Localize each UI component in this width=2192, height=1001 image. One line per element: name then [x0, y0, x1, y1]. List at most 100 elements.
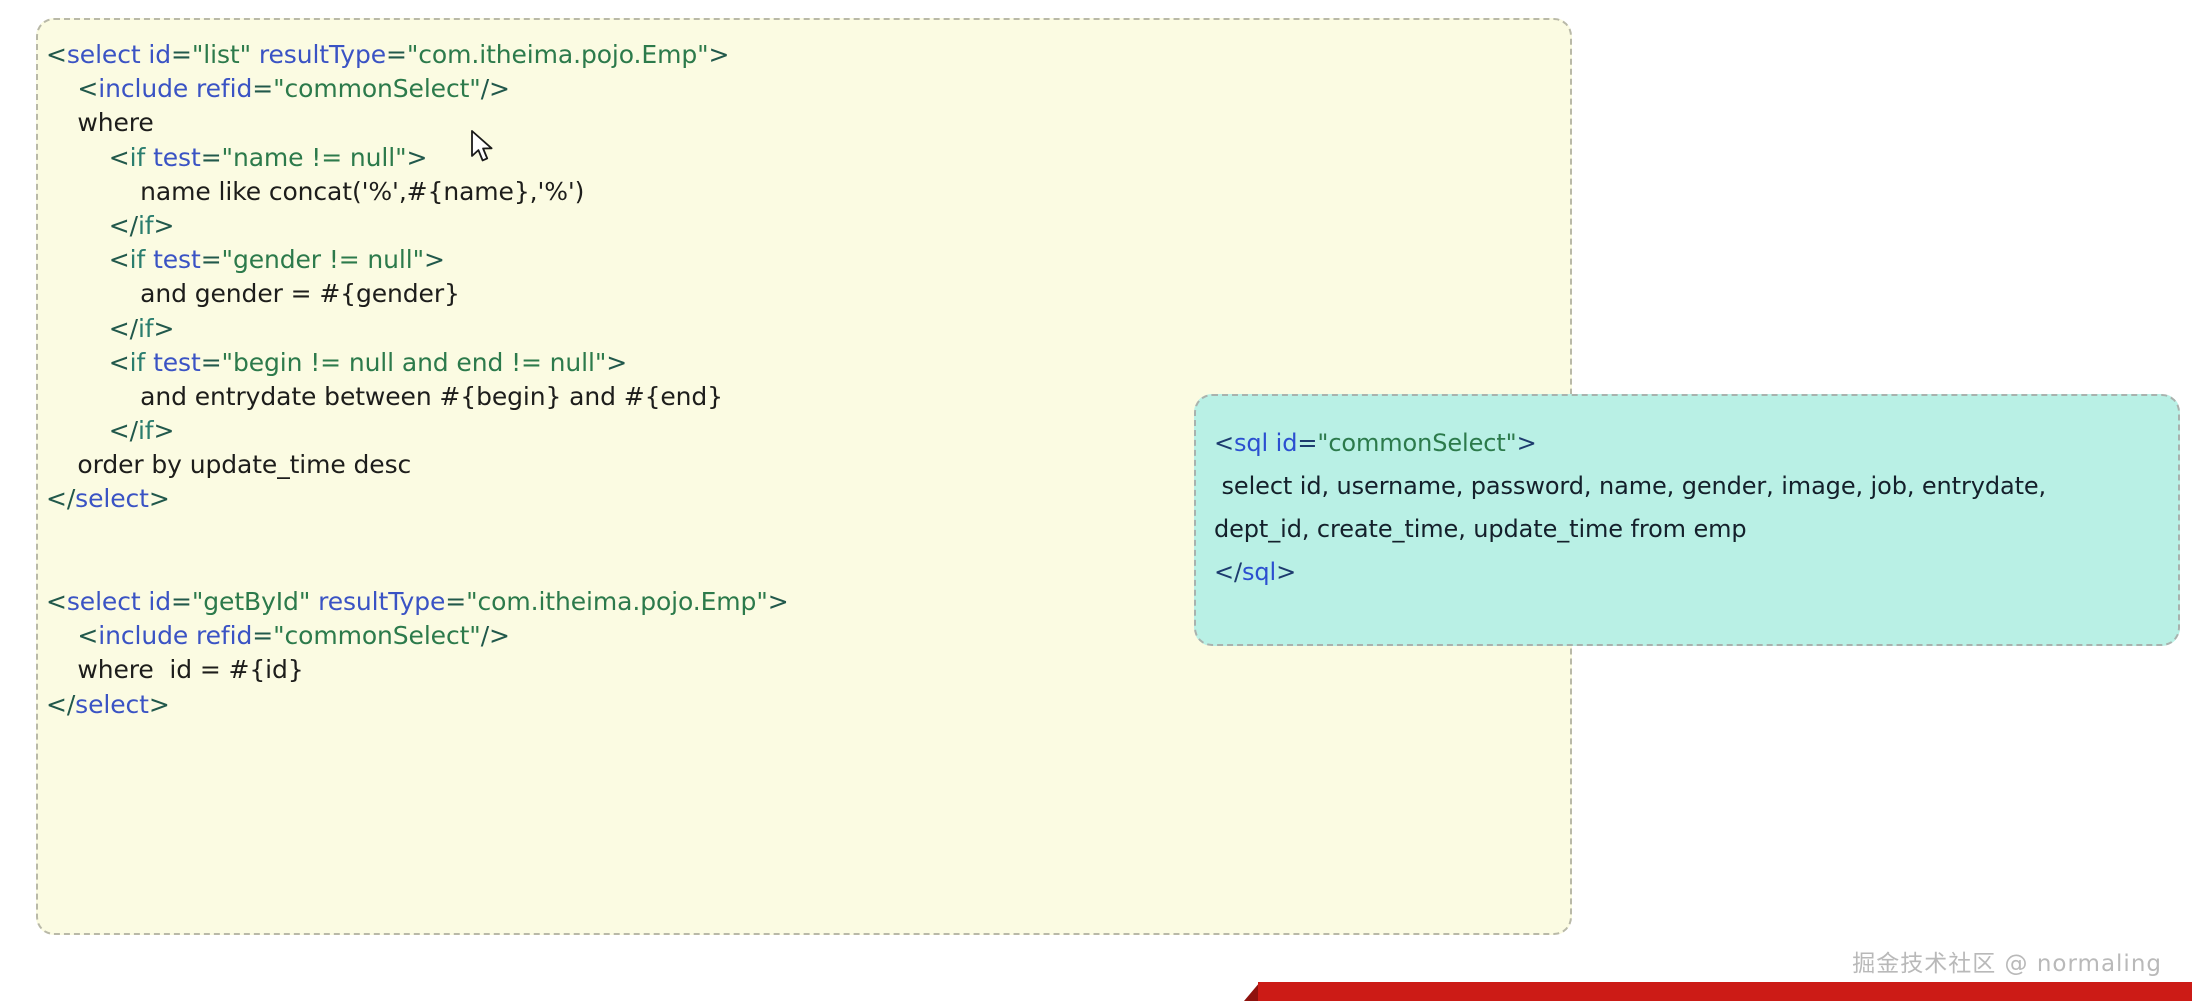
code-token-txt: where id = #{id} [77, 655, 304, 685]
code-token-brk: > [148, 484, 170, 514]
code-token-tagif: if [129, 347, 146, 377]
code-token-brk: = [200, 347, 222, 377]
code-token-txt: name like concat('%',#{name},'%') [140, 176, 585, 206]
code-line: </if> [46, 312, 1544, 346]
code-token-txt [145, 143, 153, 172]
code-token-brk: > [708, 40, 730, 69]
code-token-brk: > [153, 313, 175, 343]
code-token-tagif: if [137, 210, 154, 240]
code-line: </if> [46, 209, 1544, 243]
code-line: </if> [46, 414, 1544, 448]
code-token-brk: = [252, 74, 274, 104]
code-token-brk: > [153, 210, 175, 240]
code-token-attr: test [153, 347, 201, 377]
code-token-brk: </ [46, 689, 76, 719]
code-token-brk: > [148, 689, 170, 719]
code-line: where [46, 106, 1544, 140]
code-token-brk: > [406, 142, 428, 172]
code-line: name like concat('%',#{name},'%') [46, 175, 1544, 209]
code-token-txt: dept_id, create_time, update_time from e… [1214, 515, 1747, 543]
code-token-str: "begin != null and end != null" [221, 347, 607, 377]
code-token-brk: = [252, 621, 274, 651]
code-token-brk: = [171, 587, 192, 616]
code-token-txt [1268, 429, 1276, 457]
code-line: dept_id, create_time, update_time from e… [1214, 508, 2158, 551]
code-token-str: "com.itheima.pojo.Emp" [466, 587, 768, 616]
code-token-str: "name != null" [221, 142, 407, 172]
code-token-brk: = [1297, 429, 1318, 457]
code-token-brk: </ [108, 313, 138, 343]
code-token-brk: > [1276, 558, 1297, 586]
code-token-txt: and entrydate between #{begin} and #{end… [140, 381, 723, 411]
code-token-brk: /> [480, 621, 510, 651]
code-token-brk: = [200, 245, 222, 275]
code-token-txt: order by update_time desc [77, 450, 412, 480]
code-token-txt: where [77, 108, 154, 138]
code-line: </select> [46, 482, 1544, 516]
code-token-brk: = [200, 142, 222, 172]
code-line: and entrydate between #{begin} and #{end… [46, 380, 1544, 414]
code-line: <if test="name != null"> [46, 141, 1544, 175]
code-token-tag: select [66, 40, 141, 69]
code-line: select id, username, password, name, gen… [1214, 465, 2158, 508]
code-token-str: "list" [191, 40, 252, 69]
code-token-brk: < [46, 40, 67, 69]
code-line: </sql> [1214, 551, 2158, 594]
code-token-brk: < [77, 74, 99, 104]
code-token-brk: = [386, 40, 407, 69]
code-line: <select id="getById" resultType="com.ith… [46, 585, 1544, 619]
code-token-txt [251, 40, 259, 69]
code-token-tag: include [98, 74, 189, 104]
code-token-str: "com.itheima.pojo.Emp" [406, 40, 709, 69]
code-token-brk: < [108, 142, 130, 172]
code-token-txt [188, 74, 196, 103]
code-token-tag: select [75, 689, 149, 719]
code-line: </select> [46, 688, 1544, 722]
code-line: order by update_time desc [46, 448, 1544, 482]
code-token-brk: = [171, 40, 192, 69]
code-token-attr: test [153, 142, 201, 172]
code-line: <select id="list" resultType="com.itheim… [46, 38, 1544, 72]
code-token-brk: </ [108, 210, 138, 240]
code-token-brk: < [1214, 429, 1235, 457]
code-token-brk: > [767, 587, 789, 616]
code-token-str: "commonSelect" [273, 621, 481, 651]
code-line: <include refid="commonSelect"/> [46, 619, 1544, 653]
code-token-txt [310, 587, 318, 616]
code-token-str: "commonSelect" [1317, 429, 1517, 457]
code-token-tagif: if [129, 245, 146, 275]
code-token-str: "commonSelect" [273, 74, 481, 104]
code-token-brk: > [153, 416, 175, 446]
code-block-main: <select id="list" resultType="com.itheim… [46, 38, 1544, 722]
code-token-brk: < [108, 245, 130, 275]
code-token-tagif: if [137, 313, 154, 343]
code-token-brk: </ [108, 416, 138, 446]
bottom-red-banner [1244, 982, 2192, 1001]
code-token-tagif: if [137, 416, 154, 446]
code-token-brk: > [606, 347, 628, 377]
code-token-brk: < [46, 587, 67, 616]
code-token-attr: id [1275, 429, 1298, 457]
code-token-txt: and gender = #{gender} [140, 279, 460, 309]
code-token-brk: > [1516, 429, 1537, 457]
code-line: and gender = #{gender} [46, 277, 1544, 311]
code-token-txt: select id, username, password, name, gen… [1214, 472, 2047, 500]
code-token-tag: select [75, 484, 149, 514]
code-line: <include refid="commonSelect"/> [46, 72, 1544, 106]
code-token-txt [145, 348, 153, 377]
code-line: <if test="gender != null"> [46, 243, 1544, 277]
code-token-str: "getById" [191, 587, 311, 616]
code-token-brk: < [108, 347, 130, 377]
code-token-tagif: if [129, 142, 146, 172]
code-token-attr: refid [196, 621, 253, 651]
code-line: <sql id="commonSelect"> [1214, 422, 2158, 465]
code-token-brk: </ [1214, 558, 1242, 586]
code-token-brk: /> [480, 74, 510, 104]
code-token-tag: select [66, 587, 141, 616]
code-token-tag: include [98, 621, 189, 651]
code-token-attr: refid [196, 74, 253, 104]
common-select-sql-callout: <sql id="commonSelect"> select id, usern… [1194, 394, 2180, 646]
code-token-tag: sql [1234, 429, 1269, 457]
code-token-brk: > [424, 245, 445, 275]
code-token-tag: sql [1242, 558, 1277, 586]
